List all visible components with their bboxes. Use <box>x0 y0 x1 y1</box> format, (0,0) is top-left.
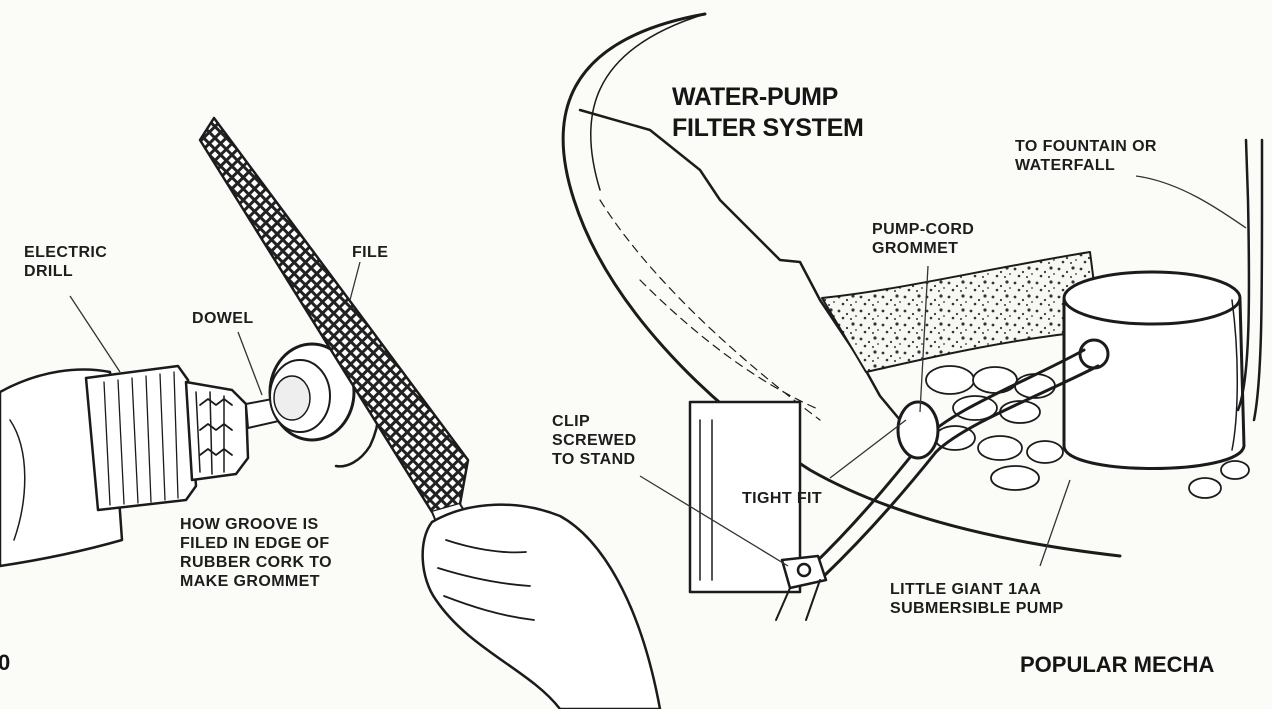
drill-body <box>86 366 196 510</box>
pump-figure <box>563 14 1262 620</box>
running-title: POPULAR MECHA <box>1020 652 1214 678</box>
pump-cord-grommet <box>898 402 938 458</box>
label-dowel: DOWEL <box>192 309 254 328</box>
drill-chuck <box>186 382 248 480</box>
page-number: 0 <box>0 650 10 676</box>
label-tight-fit: TIGHT FIT <box>742 489 822 508</box>
label-groove-caption: HOW GROOVE IS FILED IN EDGE OF RUBBER CO… <box>180 515 332 591</box>
hand <box>423 505 660 709</box>
label-pump-cord-grommet: PUMP-CORD GROMMET <box>872 220 974 258</box>
tub-cutaway <box>580 110 900 420</box>
label-pump: LITTLE GIANT 1AA SUBMERSIBLE PUMP <box>890 580 1064 618</box>
label-clip: CLIP SCREWED TO STAND <box>552 412 637 469</box>
label-electric-drill: ELECTRIC DRILL <box>24 243 107 281</box>
label-to-fountain: TO FOUNTAIN OR WATERFALL <box>1015 137 1157 175</box>
figure-title: WATER-PUMP FILTER SYSTEM <box>672 82 863 144</box>
label-file: FILE <box>352 243 388 262</box>
gravel-bed <box>822 252 1100 372</box>
